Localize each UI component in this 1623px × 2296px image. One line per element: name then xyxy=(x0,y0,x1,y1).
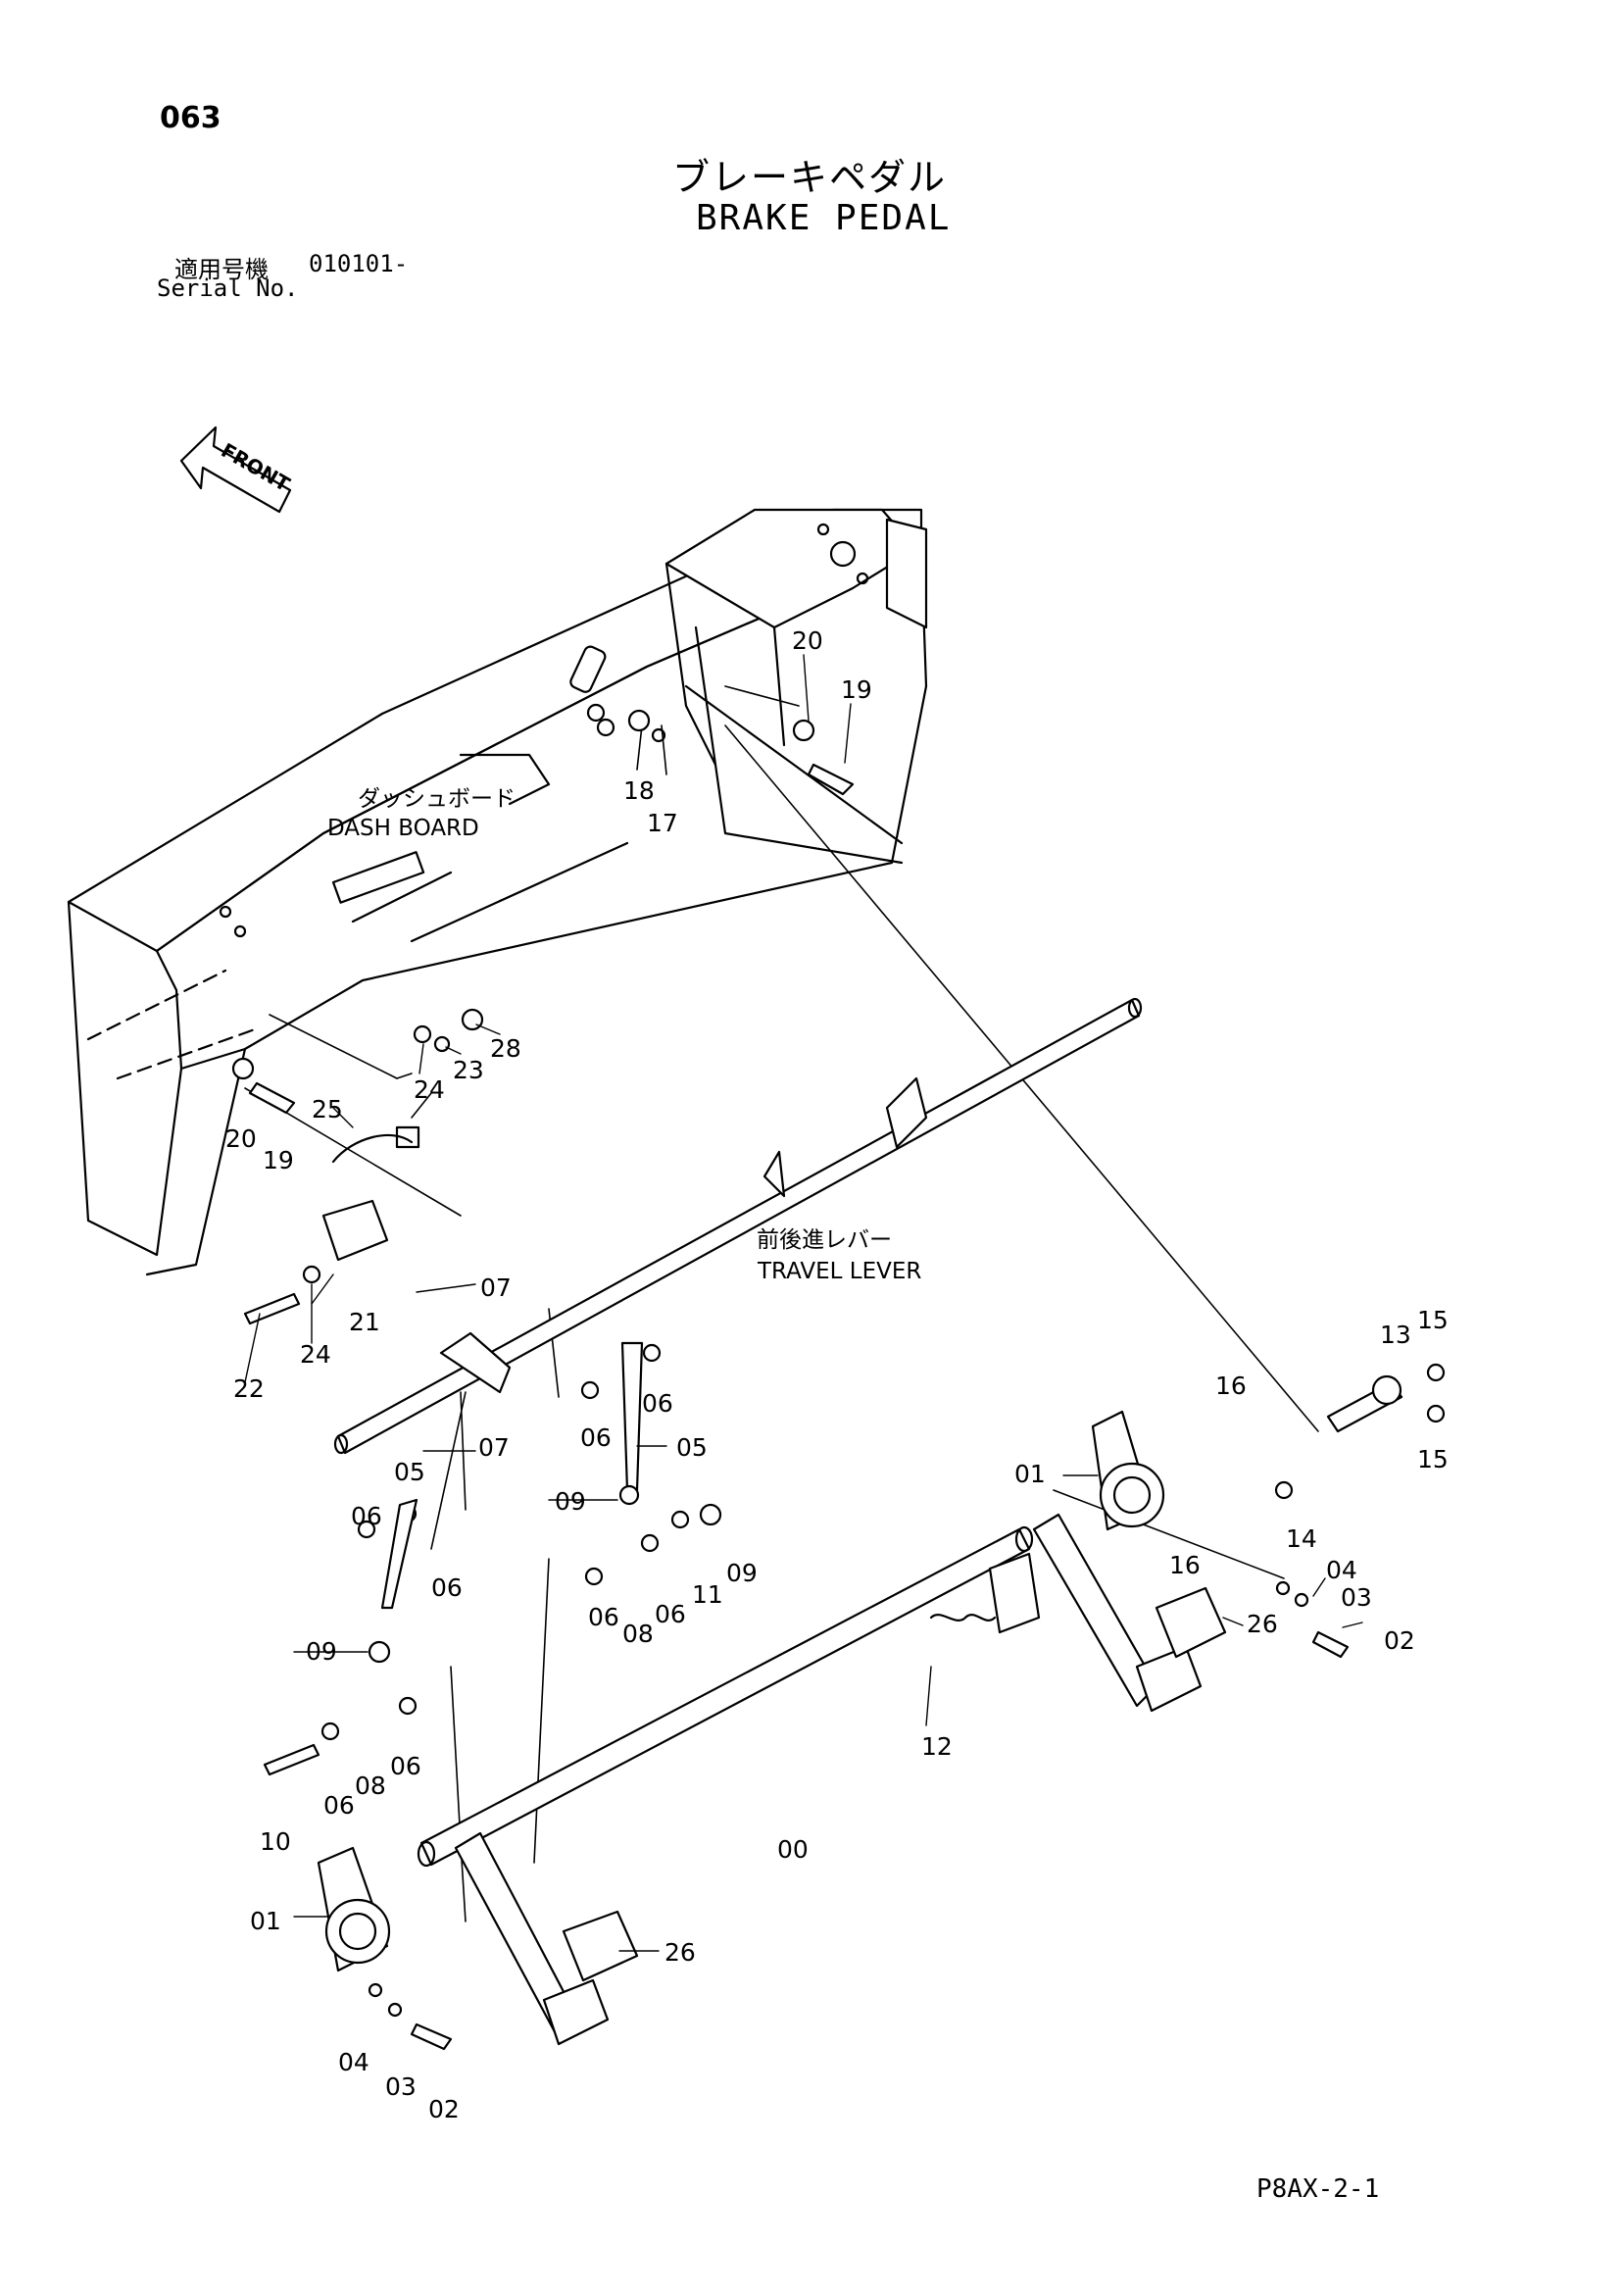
part-label: 06 xyxy=(580,1423,612,1452)
dash-board-caption: DASH BOARD xyxy=(327,816,479,841)
serial-label-japanese: 適用号機 xyxy=(174,256,269,283)
brake-cross-shaft xyxy=(417,1525,1034,1868)
diagram-code: P8AX-2-1 xyxy=(1256,2174,1380,2204)
part-label: 20 xyxy=(792,626,823,655)
part-label: 06 xyxy=(588,1603,619,1631)
part-label: 25 xyxy=(312,1095,343,1123)
part-label: 07 xyxy=(478,1433,510,1462)
part-label: 20 xyxy=(225,1124,257,1153)
page-title-japanese: ブレーキペダル xyxy=(672,156,948,199)
right-pedal-bracket xyxy=(1091,1410,1165,1531)
part-label: 26 xyxy=(664,1938,696,1967)
part-label: 17 xyxy=(647,809,678,837)
front-arrow-icon: FRONT xyxy=(179,425,294,514)
serial-label: Serial No. xyxy=(157,275,299,302)
part-label: 08 xyxy=(622,1620,654,1648)
brake-switch xyxy=(321,1125,420,1262)
part-label: 23 xyxy=(453,1056,484,1084)
part-label: 01 xyxy=(1014,1460,1046,1488)
part-label: 14 xyxy=(1286,1524,1317,1553)
part-label: 04 xyxy=(1326,1556,1357,1584)
part-label: 01 xyxy=(250,1907,281,1935)
part-label: 18 xyxy=(623,776,655,805)
part-label: 09 xyxy=(726,1559,758,1587)
part-label: 02 xyxy=(428,2095,460,2123)
part-label: 15 xyxy=(1417,1306,1449,1334)
part-label: 06 xyxy=(323,1791,355,1820)
part-label: 08 xyxy=(355,1772,386,1800)
part-label: 22 xyxy=(233,1374,265,1403)
part-number-labels: 20 19 18 17 24 23 28 20 19 25 21 24 22 0… xyxy=(225,626,1449,2123)
part-label: 13 xyxy=(1380,1321,1411,1349)
part-label: 03 xyxy=(385,2072,417,2101)
dash-board-caption-japanese: ダッシュボード xyxy=(358,786,516,812)
travel-lever-shaft xyxy=(333,997,1143,1455)
leader-lines xyxy=(244,685,1319,1922)
right-brake-pedal xyxy=(988,1513,1227,1713)
part-label: 16 xyxy=(1169,1551,1201,1579)
part-label: 15 xyxy=(1417,1445,1449,1473)
part-label: 19 xyxy=(841,675,872,704)
fasteners xyxy=(231,709,1446,2051)
left-brake-pedal xyxy=(454,1831,639,2046)
part-label: 06 xyxy=(655,1600,686,1628)
part-label: 24 xyxy=(414,1075,445,1104)
part-label: 02 xyxy=(1384,1626,1415,1655)
part-label: 16 xyxy=(1215,1372,1247,1400)
part-label: 06 xyxy=(351,1502,382,1530)
travel-lever-caption: TRAVEL LEVER xyxy=(757,1259,921,1284)
part-label: 21 xyxy=(349,1308,380,1336)
part-label: 24 xyxy=(300,1340,331,1369)
part-label: 12 xyxy=(921,1732,953,1761)
page-title: BRAKE PEDAL xyxy=(696,198,952,238)
part-label: 05 xyxy=(676,1433,708,1462)
part-label: 26 xyxy=(1247,1610,1278,1638)
part-label: 05 xyxy=(394,1458,425,1486)
label-leader-ticks xyxy=(244,654,1363,1952)
part-label: 19 xyxy=(263,1146,294,1174)
part-label: 00 xyxy=(777,1835,809,1864)
part-label: 11 xyxy=(692,1580,723,1609)
part-label: 10 xyxy=(260,1827,291,1856)
return-spring xyxy=(929,1374,1403,1622)
part-label: 06 xyxy=(431,1573,463,1602)
part-label: 06 xyxy=(390,1752,421,1780)
part-label: 07 xyxy=(480,1273,512,1302)
part-label: 28 xyxy=(490,1034,521,1063)
dash-board-frame xyxy=(67,508,928,1276)
serial-number-value: 010101- xyxy=(309,250,409,277)
part-label: 09 xyxy=(555,1487,586,1516)
part-label: 04 xyxy=(338,2048,369,2076)
travel-lever-caption-japanese: 前後進レバー xyxy=(757,1227,892,1253)
left-pedal-bracket xyxy=(317,1846,391,1972)
part-label: 03 xyxy=(1341,1583,1372,1612)
page-number: 063 xyxy=(160,101,221,135)
part-label: 06 xyxy=(642,1389,673,1418)
